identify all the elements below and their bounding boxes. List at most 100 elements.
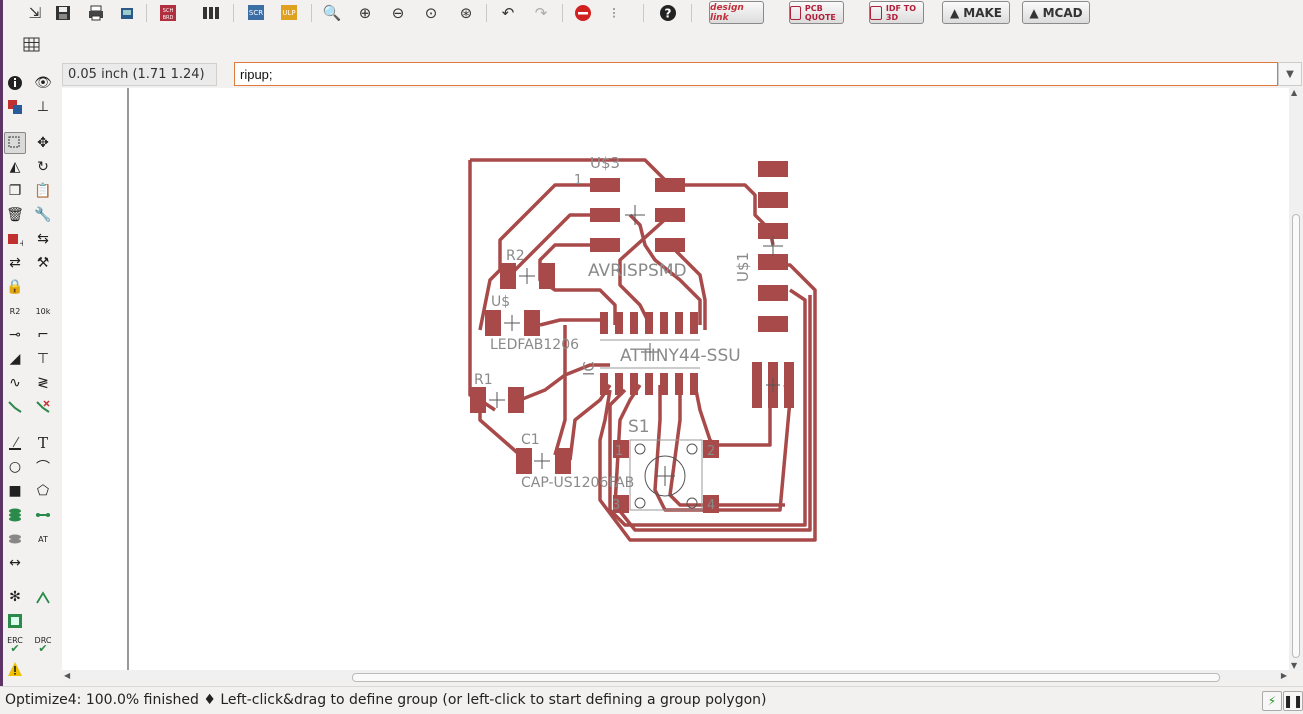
- hole-icon[interactable]: [4, 528, 26, 550]
- swap-icon[interactable]: ⇄: [9, 255, 21, 271]
- label-pin1: 1: [574, 173, 582, 188]
- via-icon[interactable]: [4, 504, 26, 526]
- origin-crosses: [489, 205, 783, 511]
- attribute-icon[interactable]: AT: [38, 534, 48, 544]
- idf-to-3d-button[interactable]: IDF TO 3D: [869, 1, 924, 24]
- grid-icon[interactable]: [20, 34, 46, 56]
- design-link-button[interactable]: design link: [709, 1, 764, 24]
- lightning-icon[interactable]: ⚡: [1262, 691, 1282, 711]
- move-icon[interactable]: ✥: [37, 135, 49, 151]
- errors-warning-icon[interactable]: [4, 658, 26, 680]
- board-drawing: U$3 1 AVRISPSMD U$1 R2 U$ LEDFAB1206 ATT…: [127, 88, 817, 670]
- help-icon[interactable]: ?: [655, 2, 681, 24]
- mirror-icon[interactable]: ◭: [9, 159, 21, 175]
- label-u3: U$3: [590, 154, 620, 172]
- scroll-down-icon[interactable]: ▼: [1291, 661, 1298, 670]
- make-label: MAKE: [963, 5, 1002, 20]
- copy-icon[interactable]: ❐: [8, 183, 22, 199]
- open-icon[interactable]: ⇲: [28, 4, 42, 22]
- zoom-redraw-icon[interactable]: ⊙: [424, 4, 438, 22]
- drc-icon[interactable]: DRC✔: [34, 635, 52, 655]
- erc-icon[interactable]: ERC✔: [7, 635, 23, 655]
- lock-icon[interactable]: 🔒: [6, 279, 24, 295]
- ratsnest-icon[interactable]: ✻: [9, 589, 21, 605]
- mark-icon[interactable]: ⊥: [36, 99, 50, 115]
- wire-icon[interactable]: [4, 432, 26, 454]
- script-icon[interactable]: SCR: [244, 2, 270, 24]
- pause-icon[interactable]: ❚❚: [1283, 691, 1303, 711]
- display-layers-icon[interactable]: [4, 96, 26, 118]
- horizontal-scrollbar[interactable]: ◀ ▶: [62, 670, 1289, 684]
- zoom-select-icon[interactable]: ⊛: [459, 4, 473, 22]
- pcb-icon: [790, 5, 801, 20]
- change-icon[interactable]: 🔧: [34, 207, 52, 223]
- horizontal-scroll-thumb[interactable]: [352, 673, 1220, 682]
- pcb-quote-label: PCB QUOTE: [804, 3, 836, 22]
- rectangle-icon[interactable]: ■: [8, 483, 22, 499]
- redo-icon[interactable]: ↷: [534, 4, 548, 22]
- add-icon[interactable]: +: [4, 228, 26, 250]
- dimension-icon[interactable]: ↔: [9, 555, 21, 571]
- group-select-icon[interactable]: [4, 132, 26, 154]
- label-s1-pin3: 3: [612, 498, 620, 513]
- save-icon[interactable]: [50, 2, 76, 24]
- delete-icon[interactable]: 🗑: [6, 207, 24, 223]
- undo-icon[interactable]: ↶: [501, 4, 515, 22]
- go-icon[interactable]: ⁝: [611, 4, 617, 22]
- smash-icon[interactable]: ⚒: [36, 255, 50, 271]
- zoom-fit-icon[interactable]: 🔍: [322, 4, 342, 22]
- replace-icon[interactable]: ⇆: [37, 231, 49, 247]
- label-attiny: ATTINY44-SSU: [620, 346, 741, 366]
- copper-pads: [470, 161, 794, 513]
- paste-icon[interactable]: 📋: [34, 183, 52, 199]
- name-icon[interactable]: R2: [9, 306, 21, 316]
- library-icon[interactable]: [198, 2, 224, 24]
- text-icon[interactable]: T: [37, 434, 48, 452]
- route-icon[interactable]: [4, 396, 26, 418]
- label-s1: S1: [628, 417, 650, 437]
- vertical-scrollbar[interactable]: ▲ ▼: [1289, 88, 1303, 670]
- make-button[interactable]: ▲MAKE: [942, 1, 1010, 24]
- circle-icon[interactable]: ○: [8, 459, 22, 475]
- svg-text:SCH: SCH: [163, 8, 174, 14]
- status-bar: Optimize4: 100.0% finished ♦ Left-click&…: [0, 686, 1303, 714]
- info-icon[interactable]: [4, 72, 26, 94]
- autorouter-icon[interactable]: [32, 586, 54, 608]
- command-line-input[interactable]: [234, 62, 1278, 86]
- miter-icon[interactable]: ⌐: [37, 327, 49, 343]
- coordinate-display: 0.05 inch (1.71 1.24): [62, 63, 217, 86]
- meander-icon[interactable]: ∿: [9, 375, 21, 391]
- arc-icon[interactable]: ⌒: [36, 460, 50, 476]
- ripup-icon[interactable]: [32, 396, 54, 418]
- auto-place-icon[interactable]: [4, 610, 26, 632]
- value-icon[interactable]: 10k: [35, 306, 51, 316]
- zoom-out-icon[interactable]: ⊖: [391, 4, 405, 22]
- svg-text:ULP: ULP: [282, 9, 295, 17]
- rotate-icon[interactable]: ↻: [37, 159, 49, 175]
- show-icon[interactable]: 👁: [34, 75, 52, 91]
- scroll-right-icon[interactable]: ▶: [1280, 671, 1287, 680]
- vertical-scroll-thumb[interactable]: [1292, 214, 1300, 658]
- mcad-button[interactable]: ▲MCAD: [1022, 1, 1090, 24]
- command-history-dropdown[interactable]: ▼: [1278, 62, 1302, 86]
- label-s1-pin2: 2: [707, 444, 715, 459]
- scroll-left-icon[interactable]: ◀: [64, 671, 71, 680]
- label-avr: AVRISPSMD: [588, 261, 687, 281]
- zoom-in-icon[interactable]: ⊕: [358, 4, 372, 22]
- optimize-icon[interactable]: ⊤: [36, 351, 50, 367]
- scroll-up-icon[interactable]: ▲: [1291, 88, 1298, 97]
- autodesk-logo-icon: ▲: [1029, 5, 1039, 20]
- board-canvas[interactable]: U$3 1 AVRISPSMD U$1 R2 U$ LEDFAB1206 ATT…: [62, 88, 1289, 670]
- slice-icon[interactable]: ◢: [9, 351, 21, 367]
- stop-icon[interactable]: [570, 2, 596, 24]
- signal-icon[interactable]: [32, 504, 54, 526]
- cam-icon[interactable]: [114, 2, 140, 24]
- pcb-quote-button[interactable]: PCB QUOTE: [789, 1, 844, 24]
- label-r1: R1: [474, 372, 493, 388]
- route-multi-icon[interactable]: ≷: [37, 375, 49, 391]
- ulp-icon[interactable]: ULP: [277, 2, 303, 24]
- split-icon[interactable]: ⊸: [9, 327, 21, 343]
- polygon-icon[interactable]: ⬠: [36, 483, 50, 499]
- print-icon[interactable]: [83, 2, 109, 24]
